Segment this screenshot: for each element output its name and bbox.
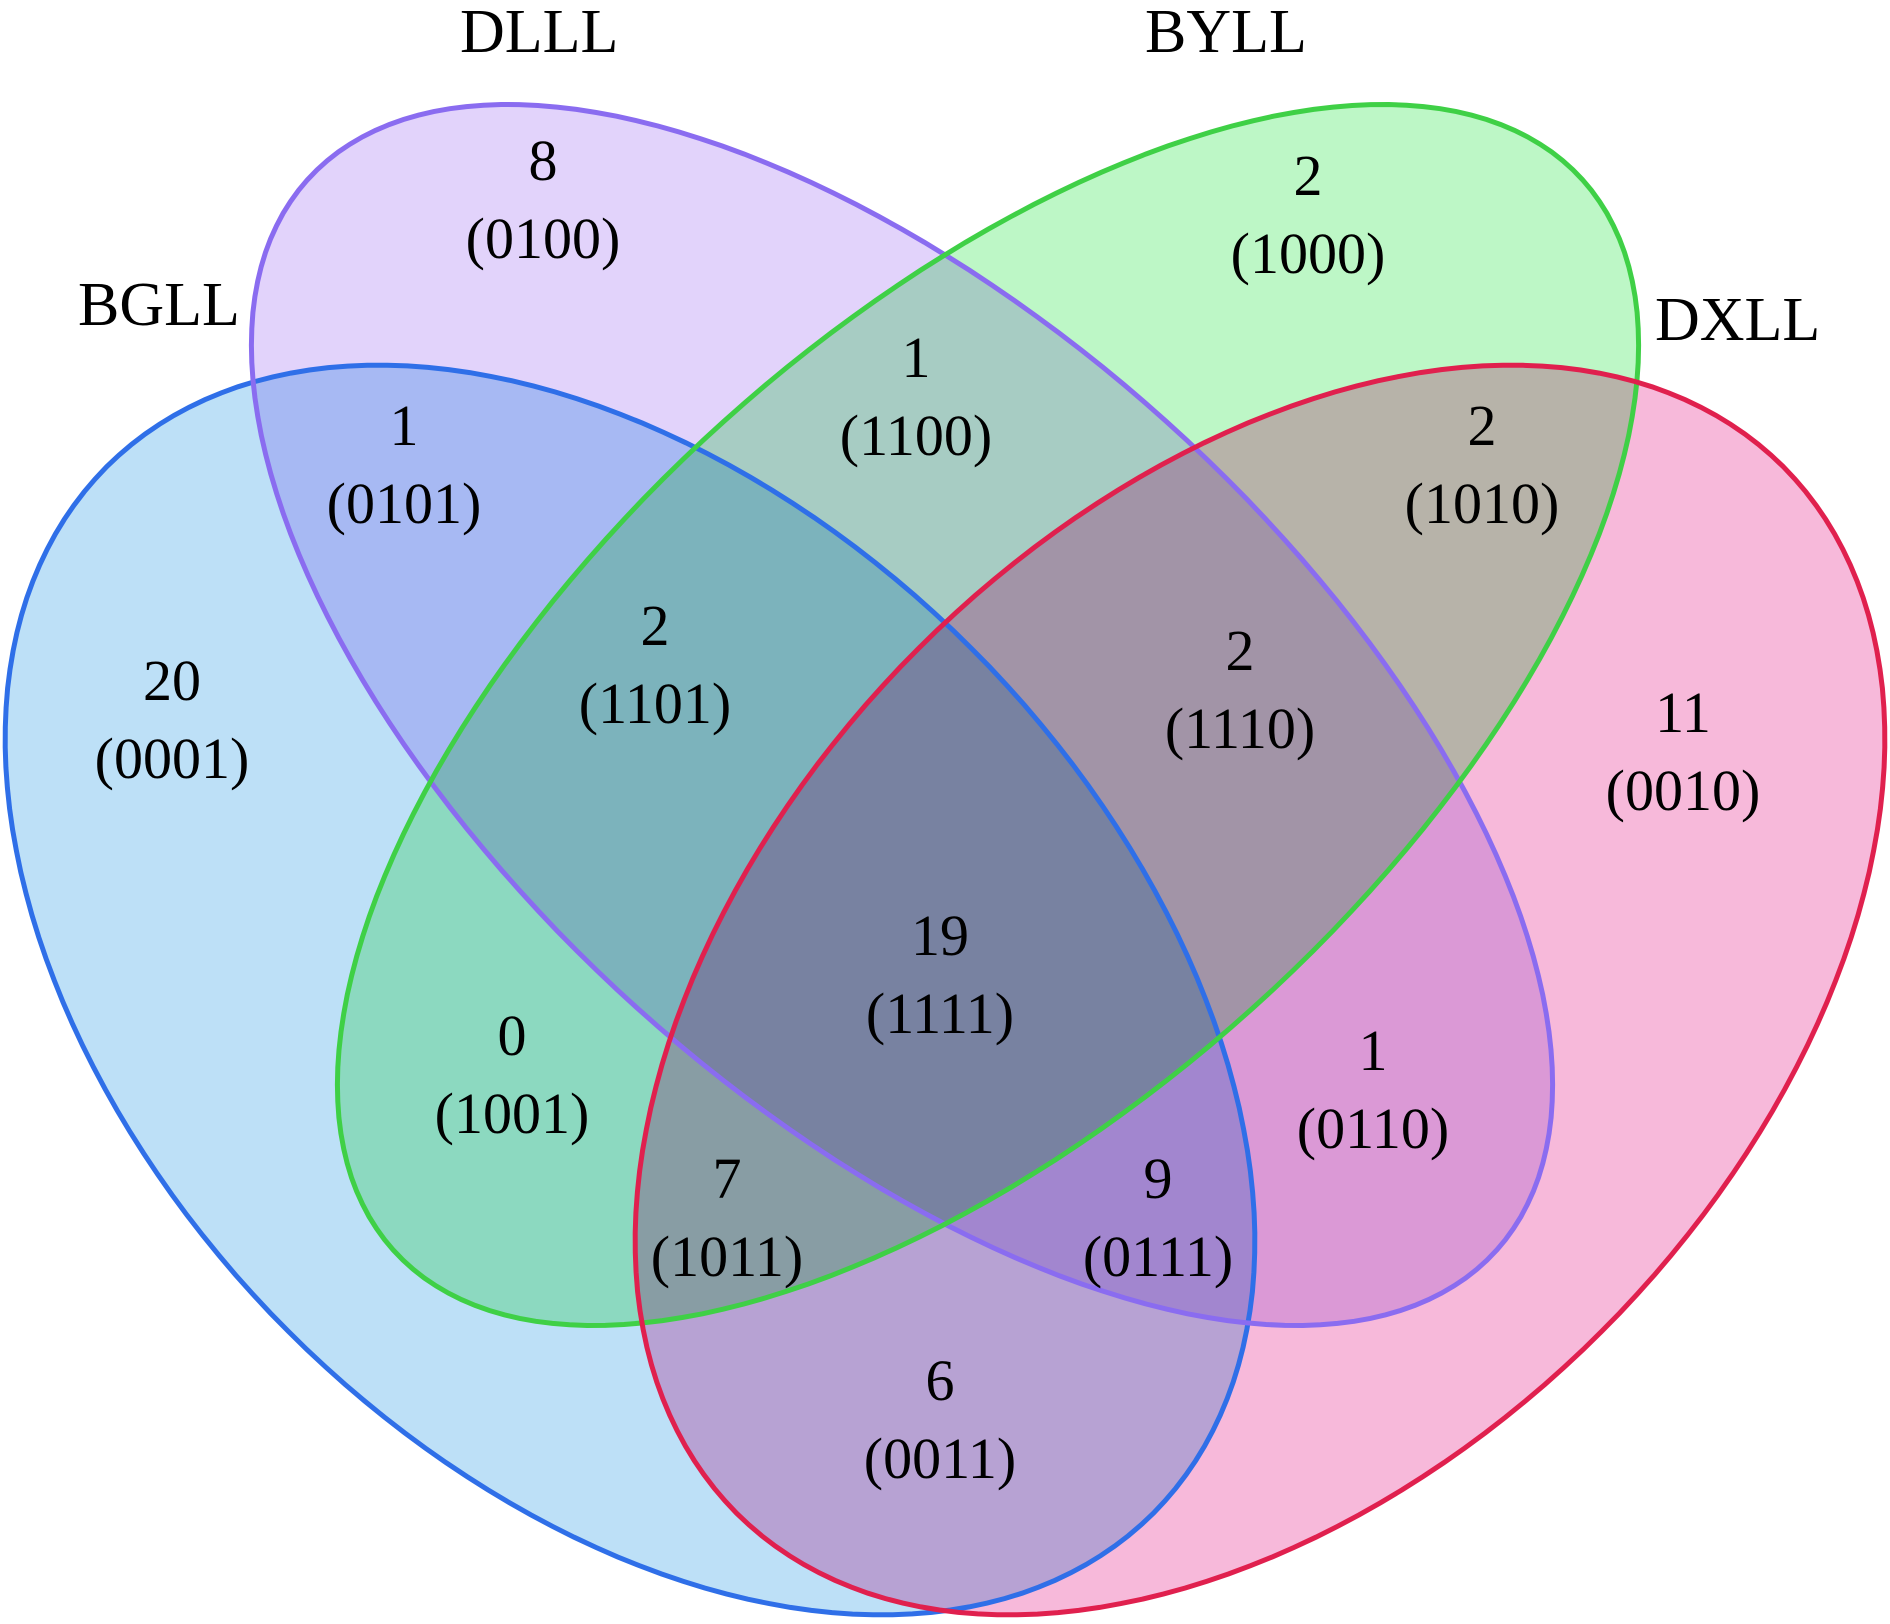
set-BGLL-outline	[2, 362, 1258, 1618]
set-label-DXLL: DXLL	[1655, 286, 1820, 354]
region-0001: 20 (0001)	[95, 648, 250, 791]
region-count-1011: 7	[713, 1146, 742, 1211]
region-code-0001: (0001)	[95, 726, 250, 791]
region-code-1010: (1010)	[1405, 471, 1560, 536]
region-1111: 19 (1111)	[866, 903, 1014, 1046]
set-BYLL-outline	[334, 101, 1642, 1329]
region-code-0100: (0100)	[466, 206, 621, 271]
set-label-BGLL: BGLL	[78, 271, 240, 339]
region-count-1001: 0	[498, 1003, 527, 1068]
set-DLLL-outline	[248, 101, 1556, 1329]
set-DXLL-outline	[632, 362, 1888, 1618]
set-label-DLLL: DLLL	[460, 0, 618, 66]
region-1100: 1 (1100)	[840, 325, 992, 468]
region-code-1101: (1101)	[579, 671, 731, 736]
region-count-0100: 8	[529, 128, 558, 193]
set-outlines	[2, 101, 1888, 1618]
region-code-0110: (0110)	[1297, 1096, 1449, 1161]
region-count-1010: 2	[1468, 393, 1497, 458]
region-count-0110: 1	[1359, 1018, 1388, 1083]
region-code-1110: (1110)	[1165, 696, 1315, 761]
region-count-0001: 20	[143, 648, 201, 713]
region-0011: 6 (0011)	[864, 1348, 1016, 1491]
region-1101: 2 (1101)	[579, 593, 731, 736]
region-1010: 2 (1010)	[1405, 393, 1560, 536]
region-count-0010: 11	[1655, 680, 1711, 745]
region-1110: 2 (1110)	[1165, 618, 1315, 761]
region-0111: 9 (0111)	[1083, 1146, 1233, 1289]
region-0101: 1 (0101)	[327, 393, 482, 536]
region-0100: 8 (0100)	[466, 128, 621, 271]
set-label-BYLL: BYLL	[1145, 0, 1307, 66]
region-count-1101: 2	[641, 593, 670, 658]
region-code-1011: (1011)	[651, 1224, 803, 1289]
region-labels: 8(0100)2(1000)20(0001)11(0010)1(1100)1(0…	[95, 128, 1761, 1491]
set-DXLL-fill	[635, 365, 1885, 1615]
region-code-0111: (0111)	[1083, 1224, 1233, 1289]
region-1000: 2 (1000)	[1231, 143, 1386, 286]
set-fills	[5, 104, 1885, 1615]
region-code-0011: (0011)	[864, 1426, 1016, 1491]
region-code-1000: (1000)	[1231, 221, 1386, 286]
region-0010: 11 (0010)	[1606, 680, 1761, 823]
region-count-1000: 2	[1294, 143, 1323, 208]
region-1001: 0 (1001)	[435, 1003, 590, 1146]
region-count-1111: 19	[911, 903, 969, 968]
region-count-0101: 1	[390, 393, 419, 458]
region-count-0111: 9	[1144, 1146, 1173, 1211]
region-code-1001: (1001)	[435, 1081, 590, 1146]
region-count-1100: 1	[902, 325, 931, 390]
region-0110: 1 (0110)	[1297, 1018, 1449, 1161]
region-1011: 7 (1011)	[651, 1146, 803, 1289]
region-code-1111: (1111)	[866, 981, 1014, 1046]
region-code-0010: (0010)	[1606, 758, 1761, 823]
set-labels: BGLL DLLL BYLL DXLL	[78, 0, 1820, 354]
region-count-0011: 6	[926, 1348, 955, 1413]
region-code-1100: (1100)	[840, 403, 992, 468]
region-count-1110: 2	[1226, 618, 1255, 683]
region-code-0101: (0101)	[327, 471, 482, 536]
